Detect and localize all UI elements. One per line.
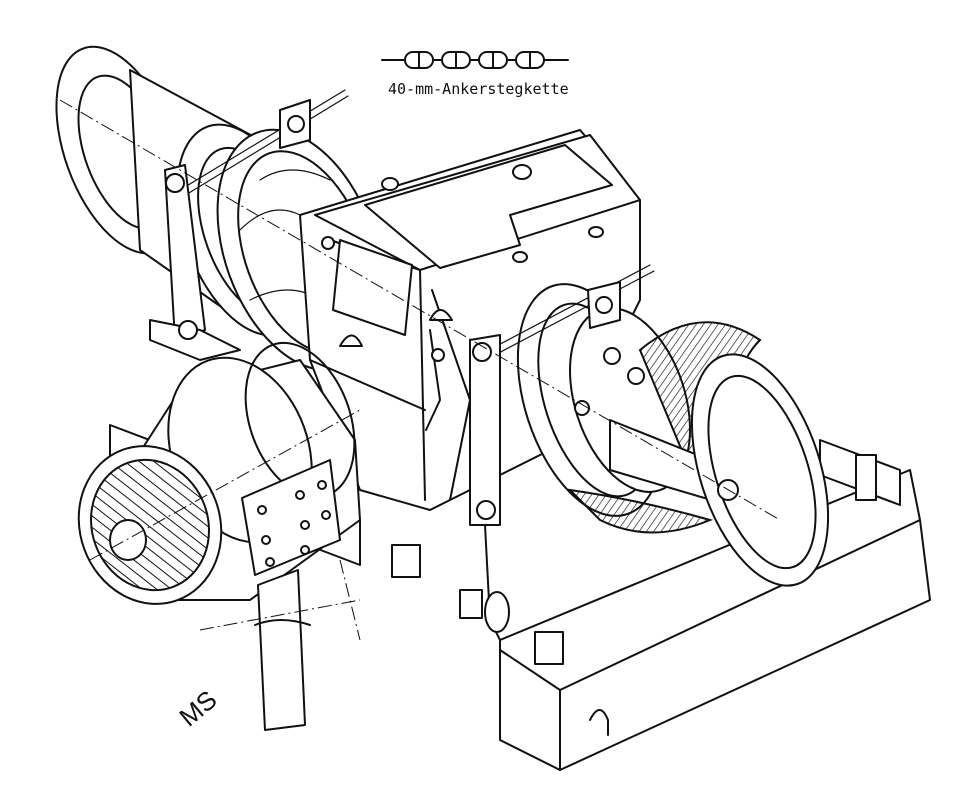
terminal-box-bolts (257, 480, 331, 567)
anchor-chain-symbol (381, 51, 569, 69)
electric-motor (77, 341, 361, 731)
ms-centerline-marker: MS (173, 684, 222, 732)
chain-label: 40-mm-Ankerstegkette (388, 80, 569, 98)
center-axis-lines (59, 99, 781, 641)
brake-linkage (149, 89, 655, 641)
